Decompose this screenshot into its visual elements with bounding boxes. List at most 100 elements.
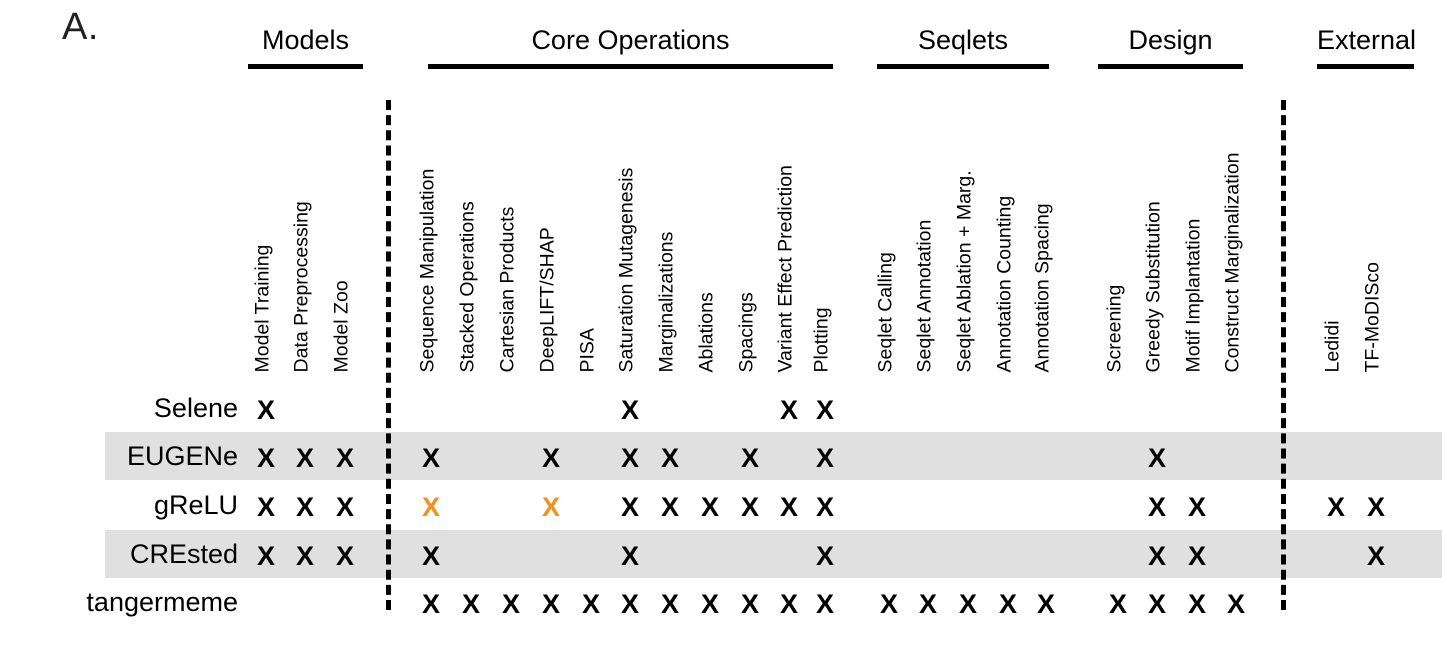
feature-mark: X (660, 443, 679, 473)
feature-mark: X (1187, 492, 1206, 522)
row-band (105, 530, 1442, 578)
row-label-grelu: gReLU (153, 490, 238, 520)
column-caption: Stacked Operations (456, 200, 479, 372)
feature-mark: X (335, 541, 354, 571)
feature-mark: X (256, 492, 275, 522)
group-header: External (1317, 20, 1417, 69)
column-caption: Screening (1103, 284, 1126, 372)
feature-mark: X (1147, 492, 1166, 522)
feature-mark: X (998, 589, 1017, 619)
feature-mark: X (620, 492, 639, 522)
column-caption: Model Zoo (330, 279, 353, 372)
column-caption: Annotation Counting (993, 195, 1016, 372)
feature-mark: X (541, 589, 560, 619)
feature-mark: X (879, 589, 898, 619)
feature-mark: X (700, 589, 719, 619)
row-label-selene: Selene (153, 393, 238, 423)
feature-mark: X (1147, 541, 1166, 571)
column-caption: Plotting (810, 306, 833, 372)
row-label-crested: CREsted (129, 539, 238, 569)
column-caption: Marginalizations (655, 231, 678, 372)
feature-mark: X (918, 589, 937, 619)
feature-mark: X (501, 589, 520, 619)
group-underline (1317, 64, 1414, 69)
feature-mark: X (779, 492, 798, 522)
feature-mark: X (1187, 589, 1206, 619)
feature-mark: X (740, 492, 759, 522)
feature-mark: X (1147, 589, 1166, 619)
feature-mark: X (256, 443, 275, 473)
group-header-label: Seqlets (917, 25, 1009, 55)
group-header: Models (248, 20, 363, 69)
group-underline (877, 64, 1049, 69)
feature-mark: X (335, 443, 354, 473)
group-header: Core Operations (428, 20, 833, 69)
group-underline (248, 64, 363, 69)
feature-mark: X (295, 541, 314, 571)
column-caption: Motif Implantation (1182, 218, 1205, 372)
column-caption: Saturation Mutagenesis (615, 167, 638, 372)
feature-mark: X (461, 589, 480, 619)
row-label-eugene: EUGENe (126, 441, 238, 471)
group-header-label: Models (261, 25, 350, 55)
column-caption: Ledidi (1321, 319, 1344, 372)
feature-mark: X (581, 589, 600, 619)
feature-mark: X (1366, 541, 1385, 571)
group-header-label: Design (1128, 25, 1213, 55)
feature-mark: X (541, 443, 560, 473)
panel-label: A. (62, 6, 99, 48)
feature-mark: X (1187, 541, 1206, 571)
feature-mark: X (660, 492, 679, 522)
feature-mark: X (958, 589, 977, 619)
feature-mark: X (1108, 589, 1127, 619)
feature-mark: X (335, 492, 354, 522)
feature-mark: X (815, 492, 834, 522)
feature-mark: X (620, 443, 639, 473)
group-header: Design (1098, 20, 1243, 69)
column-caption: Model Training (251, 244, 274, 372)
feature-mark: X (1326, 492, 1345, 522)
feature-mark: X (421, 443, 440, 473)
column-caption: PISA (576, 327, 599, 372)
feature-mark: X (421, 541, 440, 571)
feature-mark: X (620, 541, 639, 571)
feature-mark: X (256, 395, 275, 425)
column-caption: Cartesian Products (496, 206, 519, 372)
group-underline (1098, 64, 1243, 69)
column-caption: Variant Effect Prediction (774, 164, 797, 372)
feature-mark: X (295, 492, 314, 522)
feature-mark: X (740, 589, 759, 619)
feature-mark: X (700, 492, 719, 522)
row-label-tangermeme: tangermeme (86, 587, 238, 617)
feature-mark: X (1366, 492, 1385, 522)
feature-mark: X (815, 589, 834, 619)
column-caption: Spacings (735, 291, 758, 372)
feature-mark: X (815, 541, 834, 571)
feature-mark: X (779, 395, 798, 425)
group-header-label: Core Operations (531, 25, 730, 55)
feature-mark: X (660, 589, 679, 619)
column-caption: Seqlet Calling (874, 251, 897, 372)
column-caption: Sequence Manipulation (416, 168, 439, 372)
feature-mark: X (256, 541, 275, 571)
group-header-label: External (1317, 25, 1417, 55)
feature-mark: X (815, 395, 834, 425)
feature-mark: X (421, 492, 440, 522)
feature-mark: X (779, 589, 798, 619)
feature-mark: X (1036, 589, 1055, 619)
column-caption: Greedy Substitution (1142, 200, 1165, 372)
column-caption: Annotation Spacing (1031, 202, 1054, 372)
feature-mark: X (740, 443, 759, 473)
feature-mark: X (1226, 589, 1245, 619)
column-caption: Ablations (695, 291, 718, 372)
row-band (105, 432, 1442, 480)
feature-mark: X (1147, 443, 1166, 473)
column-caption: TF-MoDISco (1361, 261, 1384, 372)
feature-mark: X (421, 589, 440, 619)
feature-mark: X (815, 443, 834, 473)
column-caption: Seqlet Ablation + Marg. (953, 169, 976, 372)
feature-mark: X (620, 395, 639, 425)
column-caption: Data Preprocessing (290, 200, 313, 372)
column-caption: DeepLIFT/SHAP (536, 226, 559, 372)
